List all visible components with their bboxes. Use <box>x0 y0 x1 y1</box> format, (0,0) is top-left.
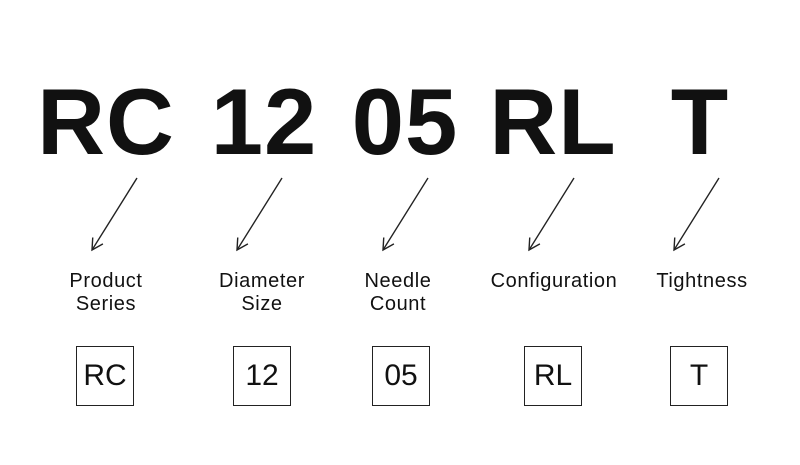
code-segment-needle-count: 05 <box>351 69 459 174</box>
label-product-series: Product Series <box>69 270 143 315</box>
label-configuration: Configuration <box>490 270 618 292</box>
code-segment-configuration: RL <box>489 69 617 174</box>
label-tightness: Tightness <box>656 270 748 292</box>
arrow-configuration <box>528 177 575 252</box>
arrow-tightness <box>673 177 720 252</box>
label-diameter-size: Diameter Size <box>219 270 305 315</box>
code-segment-diameter-size: 12 <box>210 69 318 174</box>
code-segment-product-series: RC <box>37 69 175 174</box>
box-configuration: RL <box>524 346 582 406</box>
label-needle-count: Needle Count <box>364 270 432 315</box>
arrow-diameter-size <box>236 177 283 252</box>
box-diameter-size: 12 <box>233 346 291 406</box>
box-product-series: RC <box>76 346 134 406</box>
code-segment-tightness: T <box>670 69 730 174</box>
box-needle-count: 05 <box>372 346 430 406</box>
arrow-product-series <box>91 177 138 252</box>
box-tightness: T <box>670 346 728 406</box>
arrow-needle-count <box>382 177 429 252</box>
